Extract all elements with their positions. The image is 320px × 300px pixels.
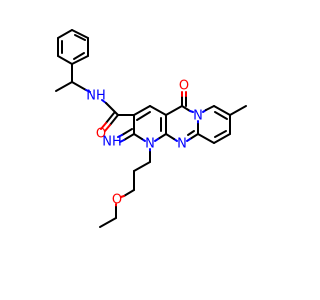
bond	[104, 124, 111, 132]
ring-nitrogen-bottom-label: N	[145, 137, 155, 152]
bond	[85, 89, 91, 93]
bond	[186, 138, 191, 142]
bond	[181, 105, 191, 112]
bond	[205, 105, 215, 111]
bond	[187, 130, 195, 136]
bond	[133, 105, 151, 116]
bond	[189, 110, 194, 113]
bond	[74, 34, 86, 41]
atom-labels: NH O O NH N N N O	[86, 79, 203, 208]
bond	[154, 138, 159, 142]
bond	[120, 195, 125, 198]
bond	[55, 81, 73, 92]
imine-nh-label: NH	[102, 135, 122, 150]
bond	[109, 114, 119, 126]
bridge-nitrogen-label: N	[193, 109, 203, 124]
ketone-oxygen-label: O	[179, 79, 189, 94]
bond	[133, 133, 143, 140]
molecule-structure: NH O O NH N N N O	[55, 29, 247, 228]
bond	[73, 52, 85, 60]
bond	[149, 105, 167, 116]
bond	[105, 112, 115, 124]
bond	[165, 105, 183, 116]
bond	[123, 133, 135, 141]
bond	[71, 55, 89, 65]
amide-oxygen-label: O	[96, 127, 106, 142]
bond	[71, 81, 87, 91]
bond	[197, 133, 215, 144]
bond	[121, 128, 133, 136]
bond	[57, 29, 73, 39]
bond	[100, 122, 107, 130]
bond	[214, 130, 227, 138]
bonds	[55, 29, 247, 228]
bond	[165, 133, 175, 140]
bond	[119, 139, 125, 143]
ring-nitrogen-label: N	[177, 137, 187, 152]
bond	[136, 111, 151, 121]
bond	[133, 161, 151, 172]
bond	[213, 133, 231, 144]
bond	[117, 134, 123, 138]
bond	[123, 189, 135, 197]
bond	[71, 29, 89, 39]
bond	[213, 105, 231, 116]
bond	[157, 133, 167, 140]
bond	[105, 102, 119, 116]
bond	[99, 217, 117, 228]
ether-oxygen-label: O	[112, 193, 122, 208]
bond	[214, 111, 228, 120]
amide-nh-label: NH	[86, 89, 106, 104]
bond	[229, 105, 247, 116]
bond	[57, 55, 73, 65]
bond	[189, 133, 199, 140]
